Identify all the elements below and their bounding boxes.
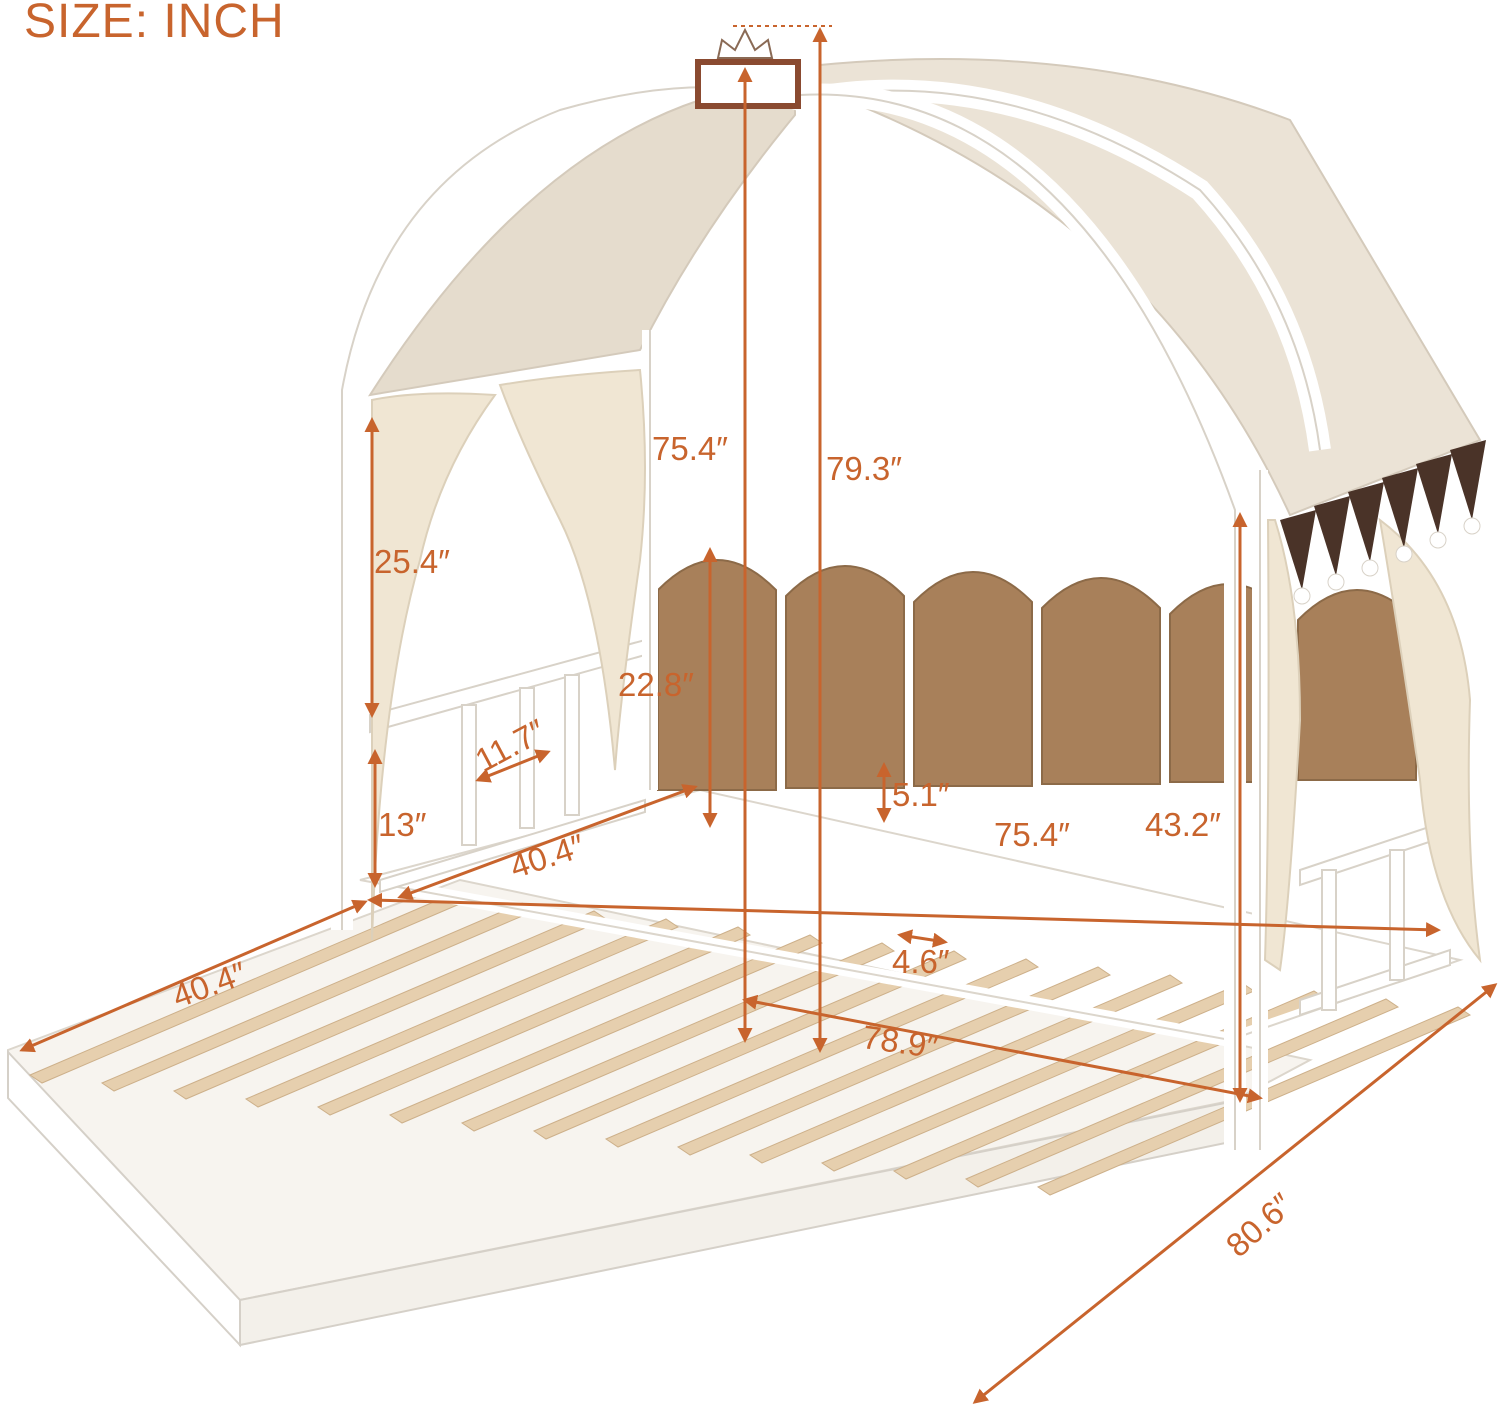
pompom	[1361, 559, 1379, 577]
footboard-post-height-label: 43.2″	[1145, 806, 1221, 843]
pompom	[1293, 587, 1311, 605]
pompom	[1327, 573, 1345, 591]
headboard-panel	[1041, 577, 1161, 785]
guardrail-height-label: 13″	[378, 806, 427, 843]
right-guardrail	[1299, 818, 1451, 1017]
pennant	[1450, 440, 1486, 520]
inner-length-label: 75.4″	[994, 816, 1070, 853]
canopy-post-height-label: 75.4″	[652, 430, 728, 467]
dimension-lines	[19, 25, 1498, 1404]
headboard-panel	[913, 571, 1033, 787]
pompom	[1429, 531, 1447, 549]
pennant	[1382, 468, 1418, 548]
overall-height-label: 79.3″	[826, 450, 902, 487]
headboard-height-label: 22.8″	[618, 666, 694, 703]
pennant-flags	[1280, 440, 1486, 605]
headboard-panel	[785, 565, 905, 789]
pennant	[1280, 510, 1316, 590]
curtains	[371, 368, 1482, 972]
pompom	[1463, 517, 1481, 535]
slat-clearance-label: 5.1″	[892, 776, 950, 813]
pennant	[1348, 482, 1384, 562]
curtain-drop-label: 25.4″	[374, 543, 450, 580]
pennant	[1314, 496, 1350, 576]
trundle-frame	[7, 878, 1313, 1348]
slat-gap-label: 4.6″	[892, 943, 950, 980]
size-unit-title: SIZE: INCH	[24, 0, 285, 48]
pompom	[1395, 545, 1413, 563]
crown-sign	[695, 27, 801, 109]
pennant	[1416, 454, 1452, 534]
